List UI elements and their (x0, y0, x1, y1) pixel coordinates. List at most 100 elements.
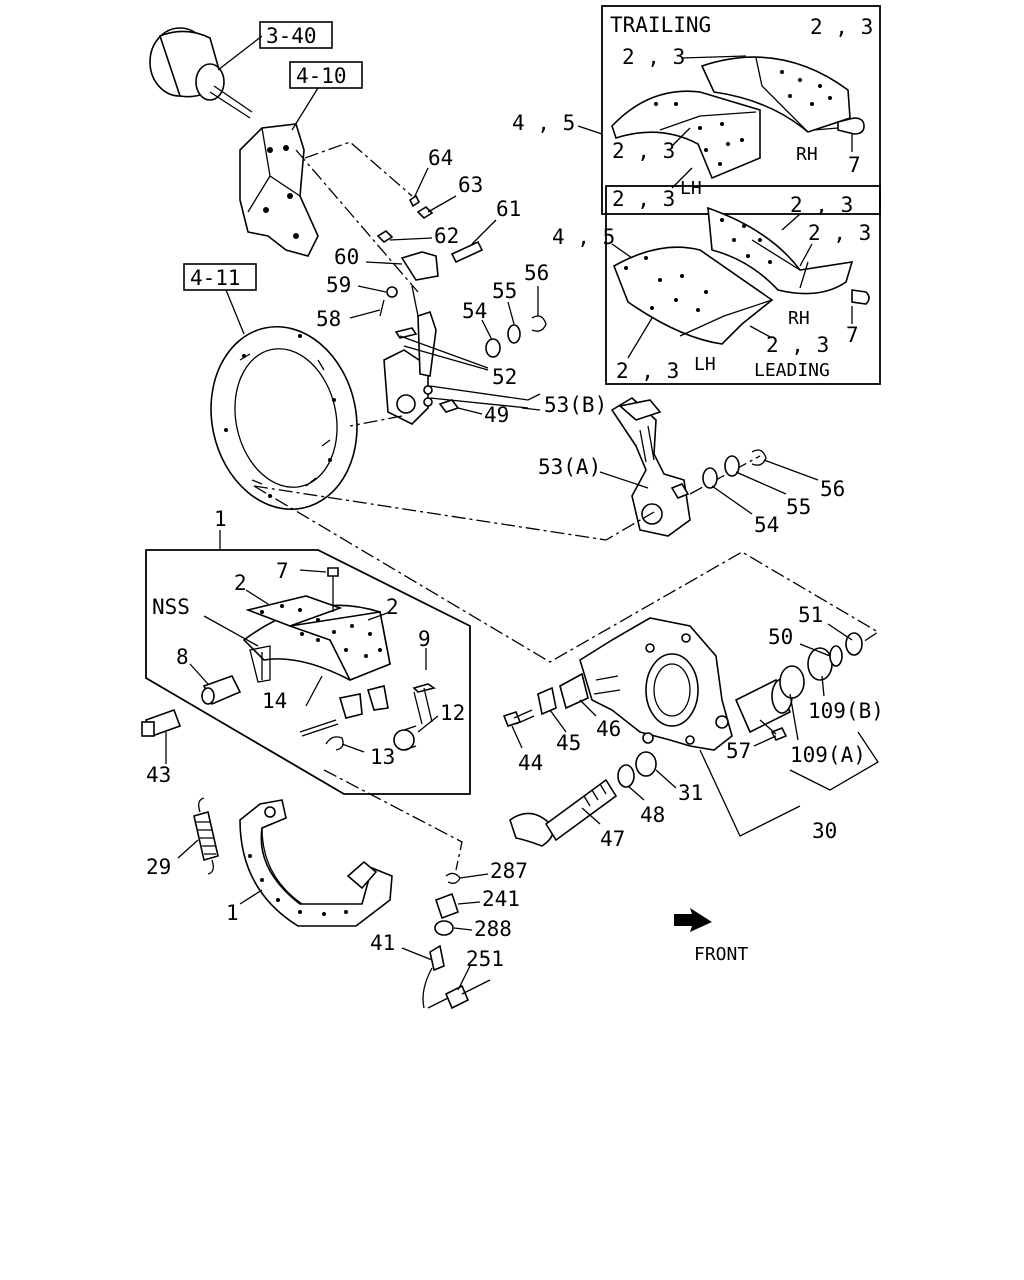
bolt-44 (502, 709, 535, 727)
label-9: 9 (418, 627, 431, 651)
brake-chamber (149, 21, 333, 119)
label-2-left: 2 (234, 571, 247, 595)
label-45-leading: 4 , 5 (552, 225, 615, 249)
camshaft-bracket (383, 310, 460, 425)
leading-box (605, 185, 881, 385)
shoe-assembly-box (145, 549, 471, 795)
label-251: 251 (466, 947, 504, 971)
anchor-pin-43 (141, 708, 182, 738)
label-2-right: 2 (386, 595, 399, 619)
washers-48-31 (617, 751, 657, 788)
label-1-top: 1 (214, 507, 227, 531)
spring-pin (299, 719, 339, 737)
grease-fitting-57 (759, 719, 788, 742)
return-spring (193, 797, 219, 875)
trailing-label-lh: LH (680, 178, 702, 199)
label-31: 31 (678, 781, 703, 805)
trailing-label-23-c: 2 , 3 (612, 139, 675, 163)
label-41: 41 (370, 931, 395, 955)
label-44: 44 (518, 751, 543, 775)
label-61: 61 (496, 197, 521, 221)
label-59: 59 (326, 273, 351, 297)
label-241: 241 (482, 887, 520, 911)
dust-shield (183, 263, 358, 511)
label-62: 62 (434, 224, 459, 248)
label-47: 47 (600, 827, 625, 851)
leading-title: LEADING (754, 360, 830, 381)
label-54-upper: 54 (462, 299, 487, 323)
label-54-lower: 54 (754, 513, 779, 537)
label-8: 8 (176, 645, 189, 669)
ref-4-11: 4-11 (190, 266, 241, 290)
label-53a: 53(A) (538, 455, 601, 479)
label-287: 287 (490, 859, 528, 883)
label-57: 57 (726, 739, 751, 763)
label-45: 45 (556, 731, 581, 755)
brake-shoe (239, 799, 393, 927)
label-56-lower: 56 (820, 477, 845, 501)
fastener-group-upper (376, 194, 484, 317)
anchor-pin (201, 675, 242, 706)
leading-label-23-c: 2 , 3 (766, 333, 829, 357)
label-43: 43 (146, 763, 171, 787)
leading-label-23-a: 2 , 3 (790, 193, 853, 217)
label-49: 49 (484, 403, 509, 427)
label-48: 48 (640, 803, 665, 827)
plate-45 (537, 686, 557, 716)
label-109b: 109(B) (808, 699, 884, 723)
label-60: 60 (334, 245, 359, 269)
cam-bushing (734, 632, 863, 734)
ref-3-40: 3-40 (266, 24, 317, 48)
front-label: FRONT (694, 944, 748, 965)
trailing-label-7: 7 (848, 153, 861, 177)
trailing-label-rh: RH (796, 144, 818, 165)
trailing-box (601, 5, 881, 215)
label-109a: 109(A) (790, 743, 866, 767)
label-55-lower: 55 (786, 495, 811, 519)
label-52: 52 (492, 365, 517, 389)
trailing-label-23-d: 2 , 3 (612, 187, 675, 211)
mounting-bracket (239, 61, 363, 257)
trailing-shoe-lining (611, 56, 865, 180)
washer-group-upper (485, 315, 547, 358)
leading-label-7: 7 (846, 323, 859, 347)
wear-sensor (422, 872, 491, 1010)
brake-spider (579, 617, 733, 751)
label-29: 29 (146, 855, 171, 879)
label-64: 64 (428, 146, 453, 170)
label-288: 288 (474, 917, 512, 941)
label-1-shoe: 1 (226, 901, 239, 925)
roller (393, 725, 417, 751)
trailing-title: TRAILING (610, 13, 711, 37)
shoe-with-lining (242, 595, 391, 719)
roller-pin (412, 683, 436, 725)
label-14: 14 (262, 689, 287, 713)
ref-4-10: 4-10 (296, 64, 347, 88)
front-arrow-icon (674, 908, 712, 932)
label-30: 30 (812, 819, 837, 843)
leading-shoe-lining (613, 206, 870, 345)
label-51: 51 (798, 603, 823, 627)
label-63: 63 (458, 173, 483, 197)
label-53b: 53(B) (544, 393, 607, 417)
slack-adjuster (610, 397, 691, 537)
label-12: 12 (440, 701, 465, 725)
label-50: 50 (768, 625, 793, 649)
washer-group-lower (702, 449, 767, 489)
camshaft (509, 778, 618, 847)
bracket-46 (559, 672, 589, 710)
trailing-label-23-a: 2 , 3 (810, 15, 873, 39)
label-46: 46 (596, 717, 621, 741)
leading-label-rh: RH (788, 308, 810, 329)
label-nss: NSS (152, 595, 190, 619)
label-13: 13 (370, 745, 395, 769)
label-58: 58 (316, 307, 341, 331)
label-55-upper: 55 (492, 279, 517, 303)
label-7-assy: 7 (276, 559, 289, 583)
leading-label-lh: LH (694, 354, 716, 375)
label-45-trailing: 4 , 5 (512, 111, 575, 135)
leading-label-23-b: 2 , 3 (808, 221, 871, 245)
leading-label-23-d: 2 , 3 (616, 359, 679, 383)
label-56-upper: 56 (524, 261, 549, 285)
